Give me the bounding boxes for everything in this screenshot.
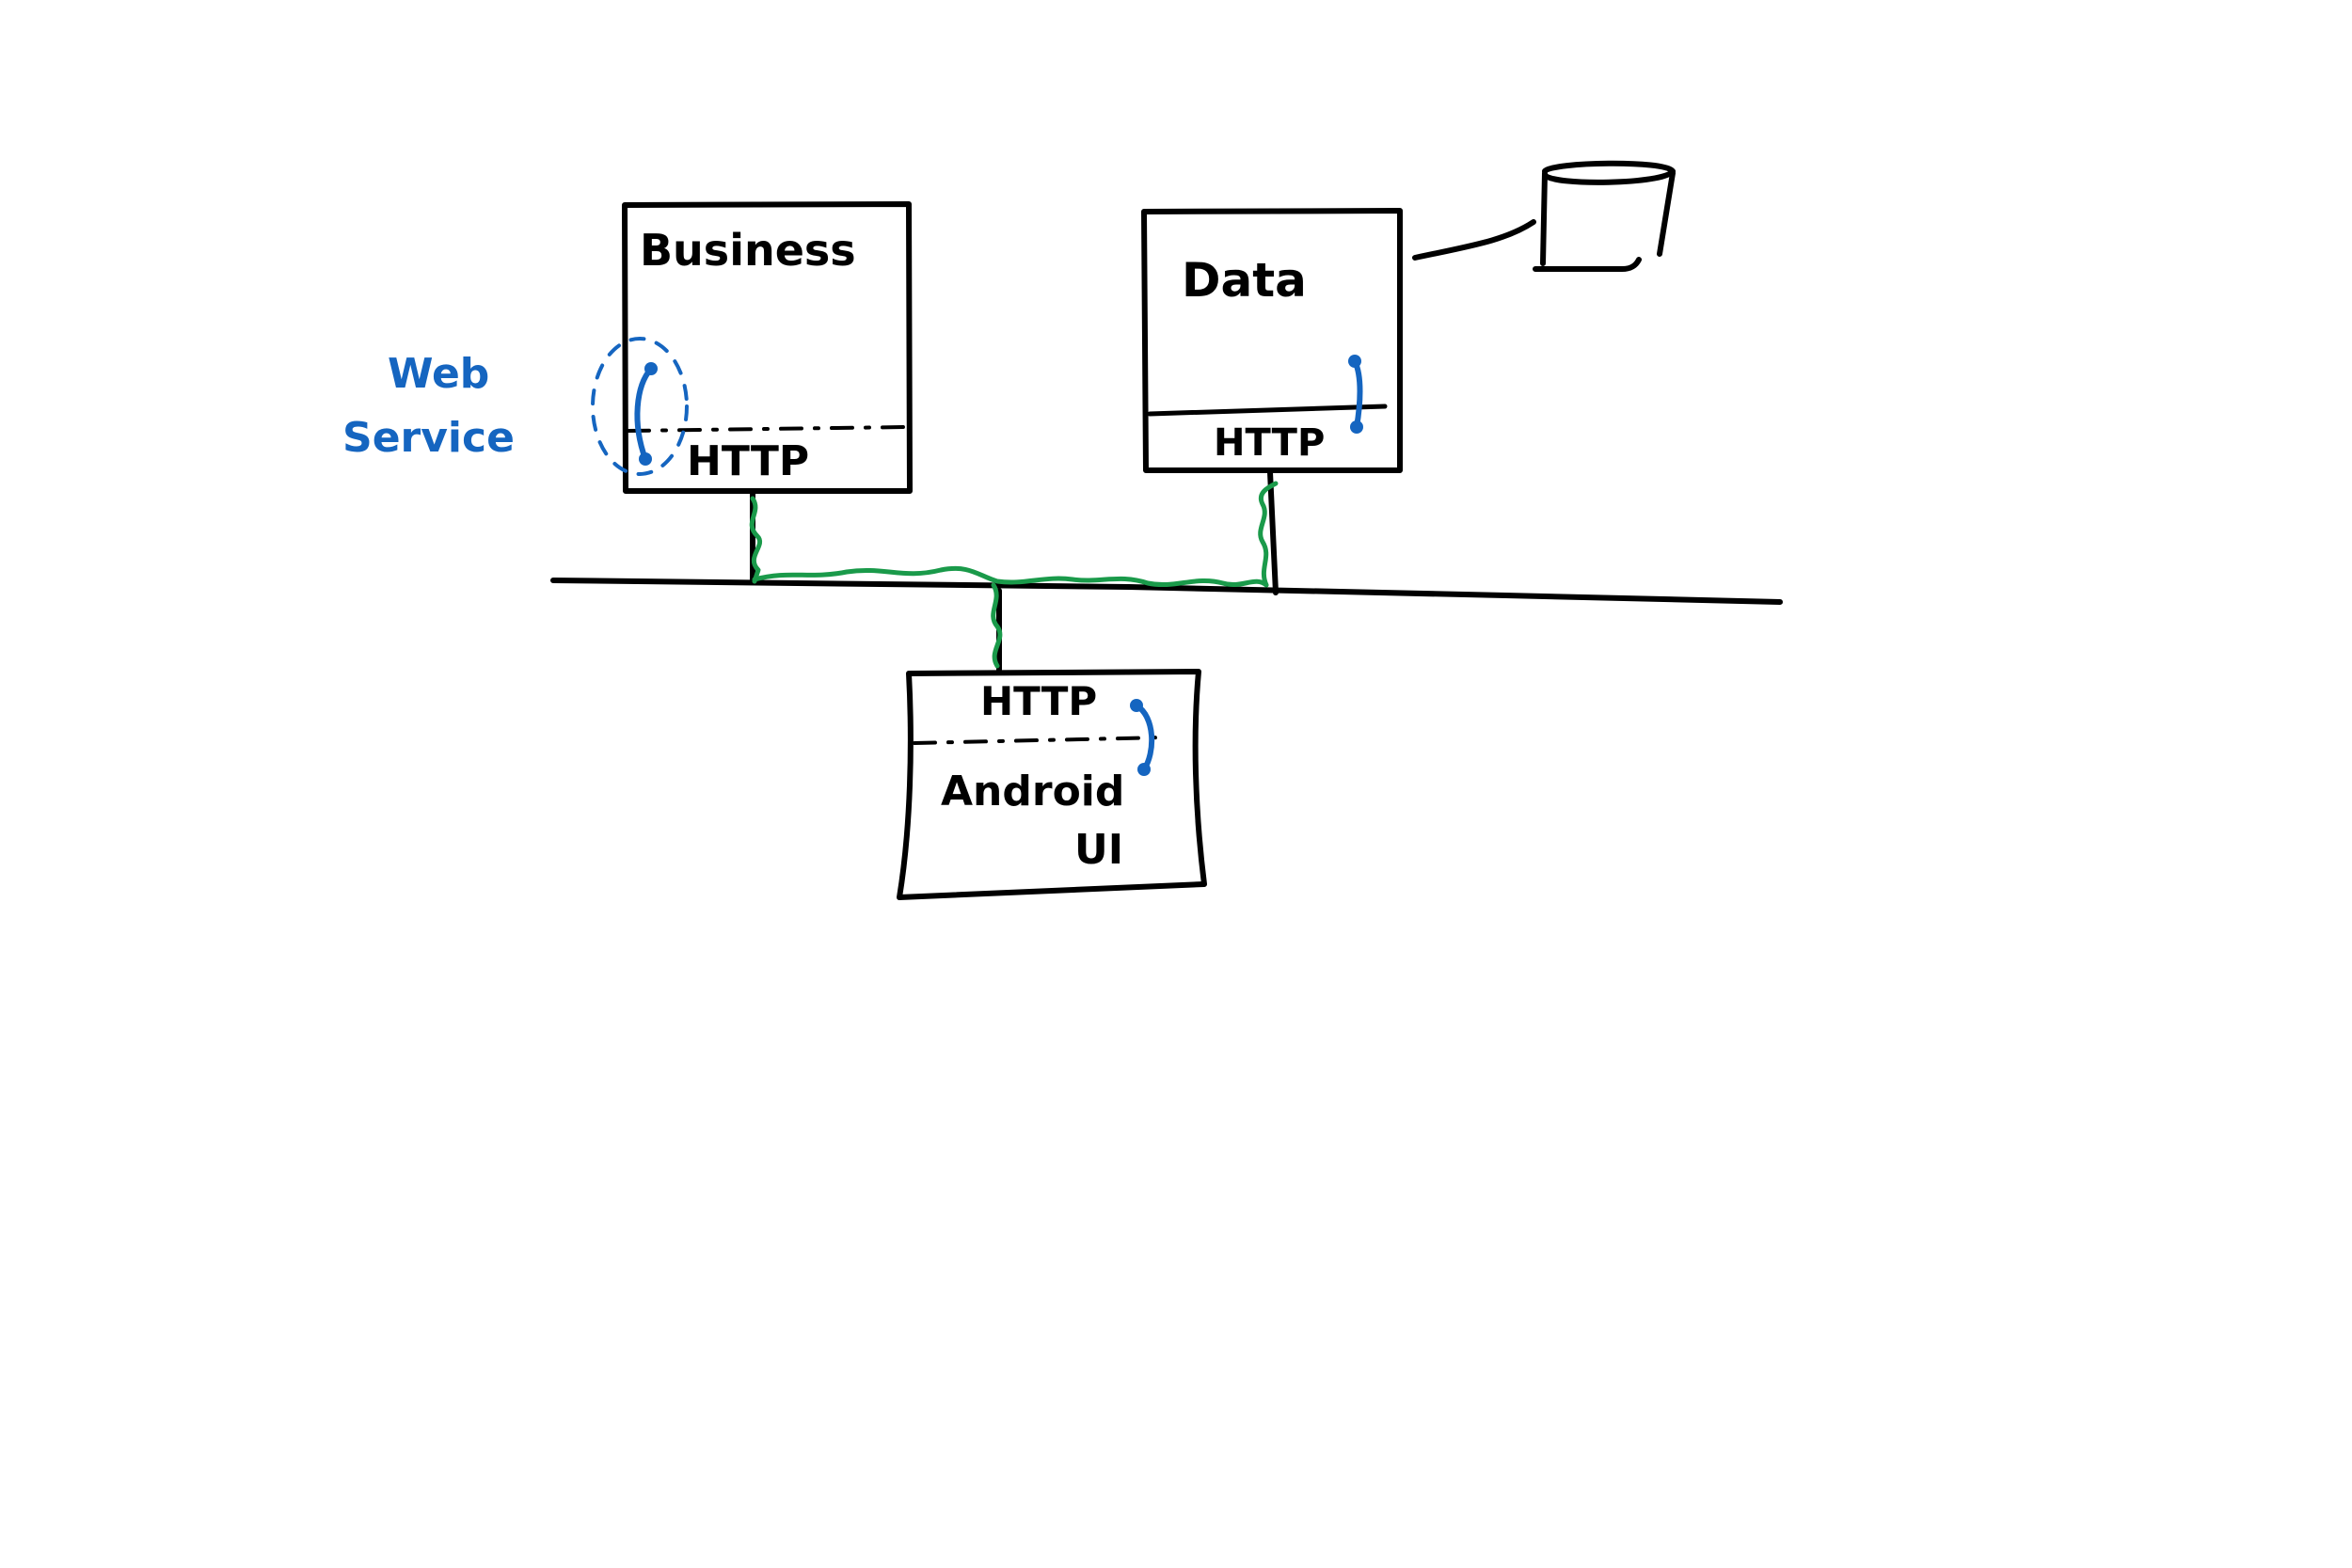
android-label-line1: Android (941, 768, 1124, 816)
business-label: Business (640, 225, 856, 276)
business-http-label: HTTP (687, 437, 809, 485)
data-drop (1267, 469, 1279, 595)
web-service-label-line1: Web (388, 350, 489, 398)
bus-line (550, 578, 1783, 605)
data-box (1141, 208, 1403, 473)
business-http-divider (627, 425, 907, 433)
business-bracket-bottom-dot (639, 452, 652, 466)
database-connector (1412, 219, 1536, 261)
data-bracket-top-dot (1348, 355, 1361, 368)
android-node: HTTP Android UI (897, 669, 1207, 900)
web-service-annotation: Web Service (342, 337, 689, 476)
communication-path (749, 481, 1279, 669)
bus-to-data-path (1258, 481, 1279, 588)
business-bracket-top-dot (644, 362, 658, 375)
data-http-divider (1147, 404, 1388, 417)
android-box (897, 669, 1207, 900)
data-bracket (1348, 355, 1363, 434)
android-label-line2: UI (1074, 826, 1123, 874)
data-label: Data (1182, 253, 1307, 308)
android-http-label: HTTP (980, 678, 1097, 724)
database-icon (1412, 160, 1676, 272)
android-http-divider (913, 736, 1165, 745)
business-bracket (634, 366, 654, 462)
android-bracket (1130, 699, 1155, 776)
business-box (622, 201, 913, 494)
web-service-label-line2: Service (342, 414, 515, 462)
android-bracket-top-dot (1130, 699, 1143, 712)
network-bus (550, 469, 1783, 673)
business-to-bus-path (749, 496, 762, 584)
android-bracket-bottom-dot (1137, 763, 1151, 776)
bus-to-android-path (991, 582, 1003, 669)
business-node: Business HTTP (622, 201, 913, 494)
data-bracket-bottom-dot (1350, 420, 1363, 434)
data-http-label: HTTP (1214, 421, 1325, 465)
web-service-circle (591, 337, 689, 476)
bus-path (752, 565, 1269, 588)
data-node: Data HTTP (1141, 208, 1403, 473)
